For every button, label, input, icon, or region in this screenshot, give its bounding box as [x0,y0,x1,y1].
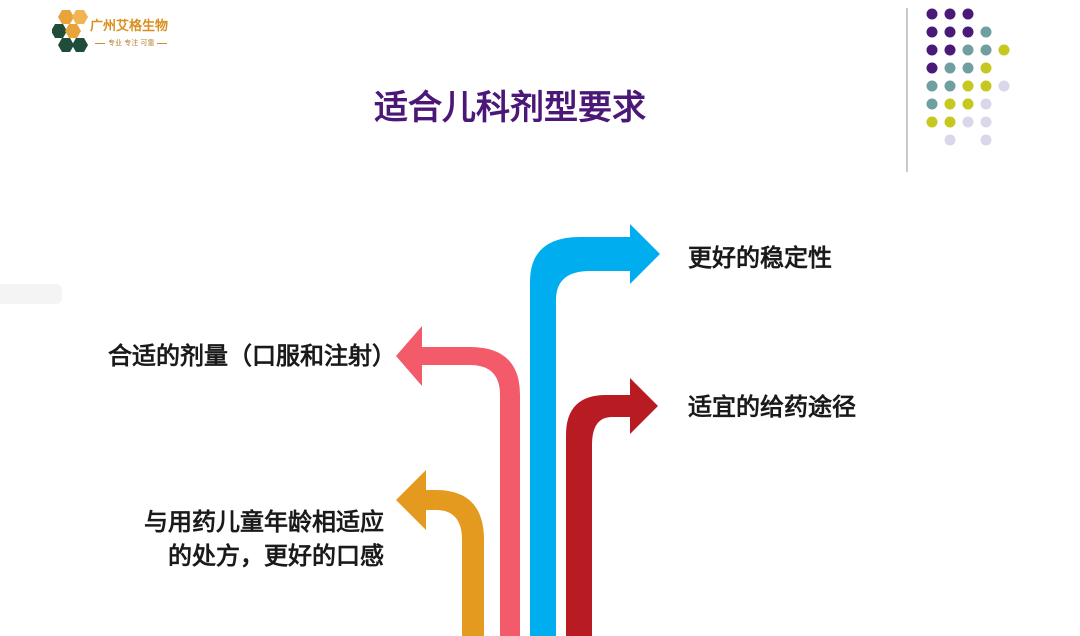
company-logo: 广州艾格生物 专业 专注 可靠 [52,8,202,58]
honeycomb-logo-icon [52,10,88,52]
label-formula-line1: 与用药儿童年龄相适应 [144,508,384,536]
arrow-blue [530,224,660,636]
arrow-dark-red [566,378,658,636]
label-formula-line2: 的处方，更好的口感 [168,542,384,570]
arrow-pink [396,326,520,636]
arrow-orange [396,470,484,636]
label-route: 适宜的给药途径 [688,393,856,421]
label-dosage: 合适的剂量（口服和注射） [108,342,396,370]
dot-grid-decoration [926,8,1010,146]
divider-line [906,8,908,172]
slide-title: 适合儿科剂型要求 [374,88,646,128]
label-stability: 更好的稳定性 [688,244,832,272]
company-slogan: 专业 专注 可靠 [92,38,170,48]
dot-grid [926,8,1010,146]
company-name: 广州艾格生物 [90,19,169,34]
side-overlay-tab[interactable] [0,284,62,304]
